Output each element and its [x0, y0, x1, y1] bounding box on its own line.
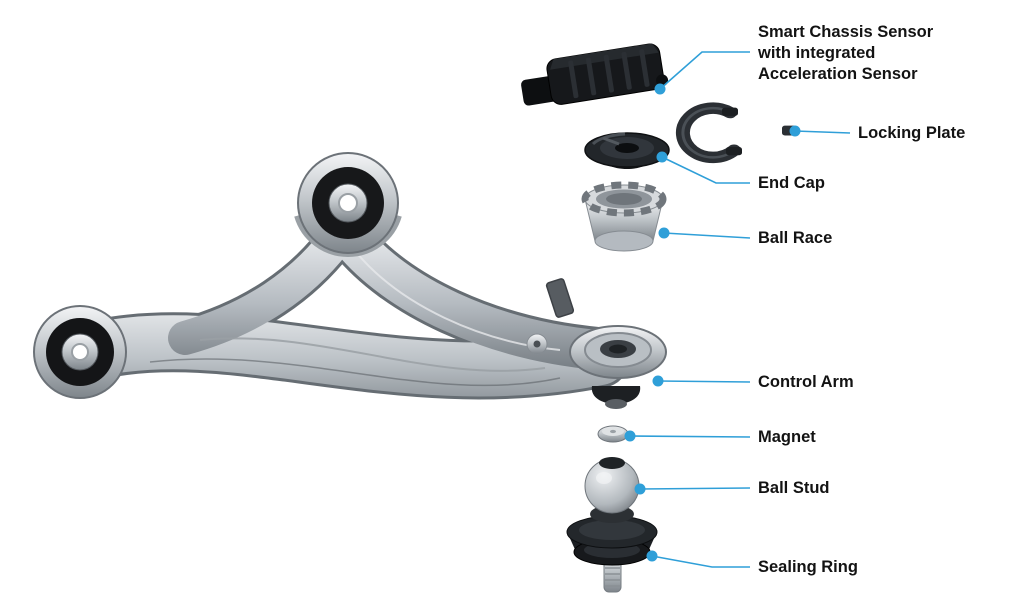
label-ball-race: Ball Race	[758, 229, 833, 247]
end-cap-illustration	[584, 132, 670, 169]
callout-dot-ball-stud	[634, 483, 646, 495]
leader-smart-chassis-sensor	[659, 51, 750, 90]
smart-chassis-sensor-illustration	[521, 43, 669, 106]
callout-dot-smart-chassis-sensor	[654, 83, 666, 95]
leader-end-cap	[661, 156, 750, 184]
top-bushing	[294, 152, 402, 257]
label-end-cap: End Cap	[758, 174, 825, 192]
callout-dot-ball-race	[658, 227, 670, 239]
leader-magnet	[629, 435, 751, 438]
locking-plate-illustration	[675, 102, 796, 164]
callout-dot-magnet	[624, 430, 636, 442]
leader-ball-stud	[639, 487, 751, 490]
control-arm-illustration	[33, 152, 667, 409]
magnet-illustration	[597, 425, 629, 443]
leader-ball-race	[663, 232, 751, 239]
leader-locking-plate	[794, 130, 851, 134]
ball-joint-boss	[569, 325, 667, 409]
ball-race-illustration	[581, 181, 667, 252]
leader-control-arm	[657, 380, 751, 383]
label-ball-stud: Ball Stud	[758, 479, 830, 497]
callout-dot-sealing-ring	[646, 550, 658, 562]
ball-stud-illustration	[566, 457, 658, 593]
label-control-arm: Control Arm	[758, 373, 854, 391]
leader-sealing-ring	[651, 555, 750, 568]
label-sealing-ring: Sealing Ring	[758, 558, 858, 576]
label-magnet: Magnet	[758, 428, 816, 446]
label-locking-plate: Locking Plate	[858, 124, 966, 142]
callout-lines	[624, 51, 851, 568]
left-bushing	[33, 305, 127, 399]
callout-dot-control-arm	[652, 375, 664, 387]
callout-dot-locking-plate	[789, 125, 801, 137]
label-smart-chassis-sensor: Smart Chassis Sensor with integrated Acc…	[758, 23, 934, 83]
callout-dot-end-cap	[656, 151, 668, 163]
